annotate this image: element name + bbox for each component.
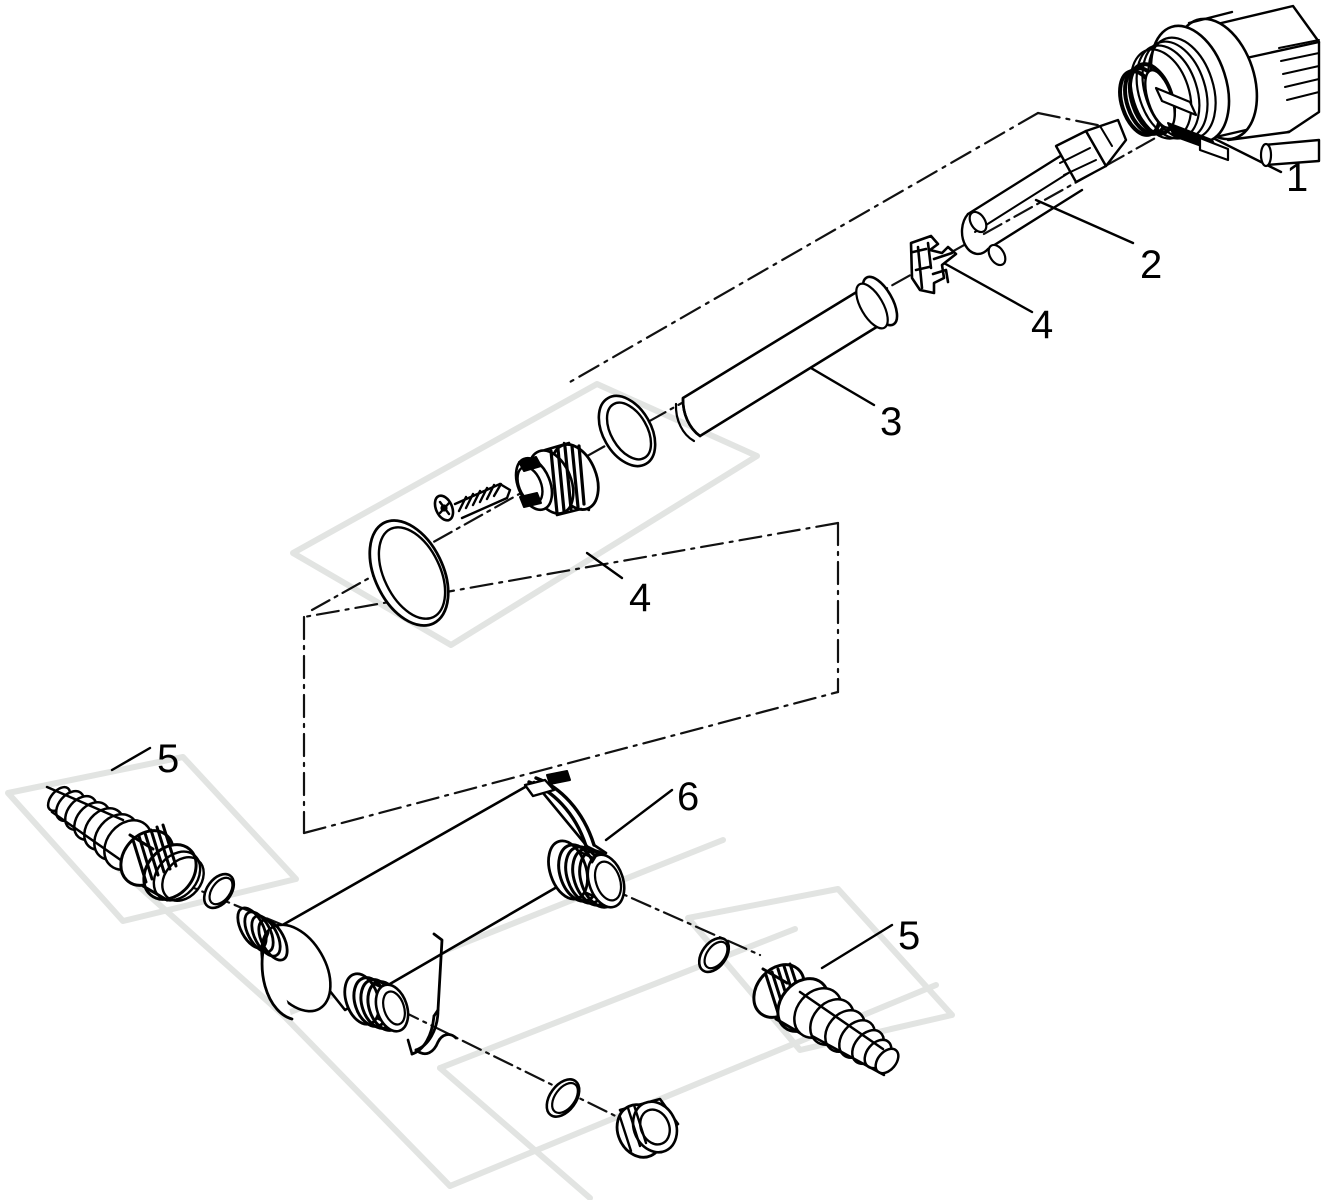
group-box-hose-left bbox=[5, 754, 299, 924]
callout-number-1: 1 bbox=[1286, 156, 1309, 200]
part-housing-body bbox=[236, 770, 626, 1056]
part-cap-nut bbox=[514, 441, 600, 517]
part-o-ring-bottom bbox=[545, 1078, 581, 1118]
part-screw bbox=[433, 482, 512, 522]
callout-number-5-right: 5 bbox=[898, 914, 921, 958]
group-box-capnut bbox=[437, 926, 798, 1200]
part-uv-lamp bbox=[960, 118, 1128, 267]
part-hose-connector-left bbox=[45, 785, 205, 902]
part-o-ring-right-port bbox=[697, 936, 731, 974]
callout-number-4-clip: 4 bbox=[1031, 303, 1054, 347]
callout-number-4-sealkit: 4 bbox=[629, 576, 652, 620]
part-ballast-motor-head bbox=[1118, 4, 1321, 168]
callout-number-5-left: 5 bbox=[157, 737, 180, 781]
part-quartz-glass-tube bbox=[674, 275, 899, 443]
callout-number-3: 3 bbox=[880, 400, 903, 444]
part-o-ring-left-port bbox=[202, 872, 236, 910]
part-lamp-retaining-clip bbox=[909, 234, 958, 295]
callout-leaders bbox=[110, 126, 1283, 970]
part-hose-connector-right bbox=[752, 962, 900, 1077]
part-o-ring-large bbox=[368, 519, 450, 627]
part-cap-nut-bottom bbox=[615, 1097, 680, 1159]
callout-number-6: 6 bbox=[677, 775, 700, 819]
callout-number-2: 2 bbox=[1140, 243, 1163, 287]
part-flat-gasket-ring bbox=[597, 394, 657, 468]
